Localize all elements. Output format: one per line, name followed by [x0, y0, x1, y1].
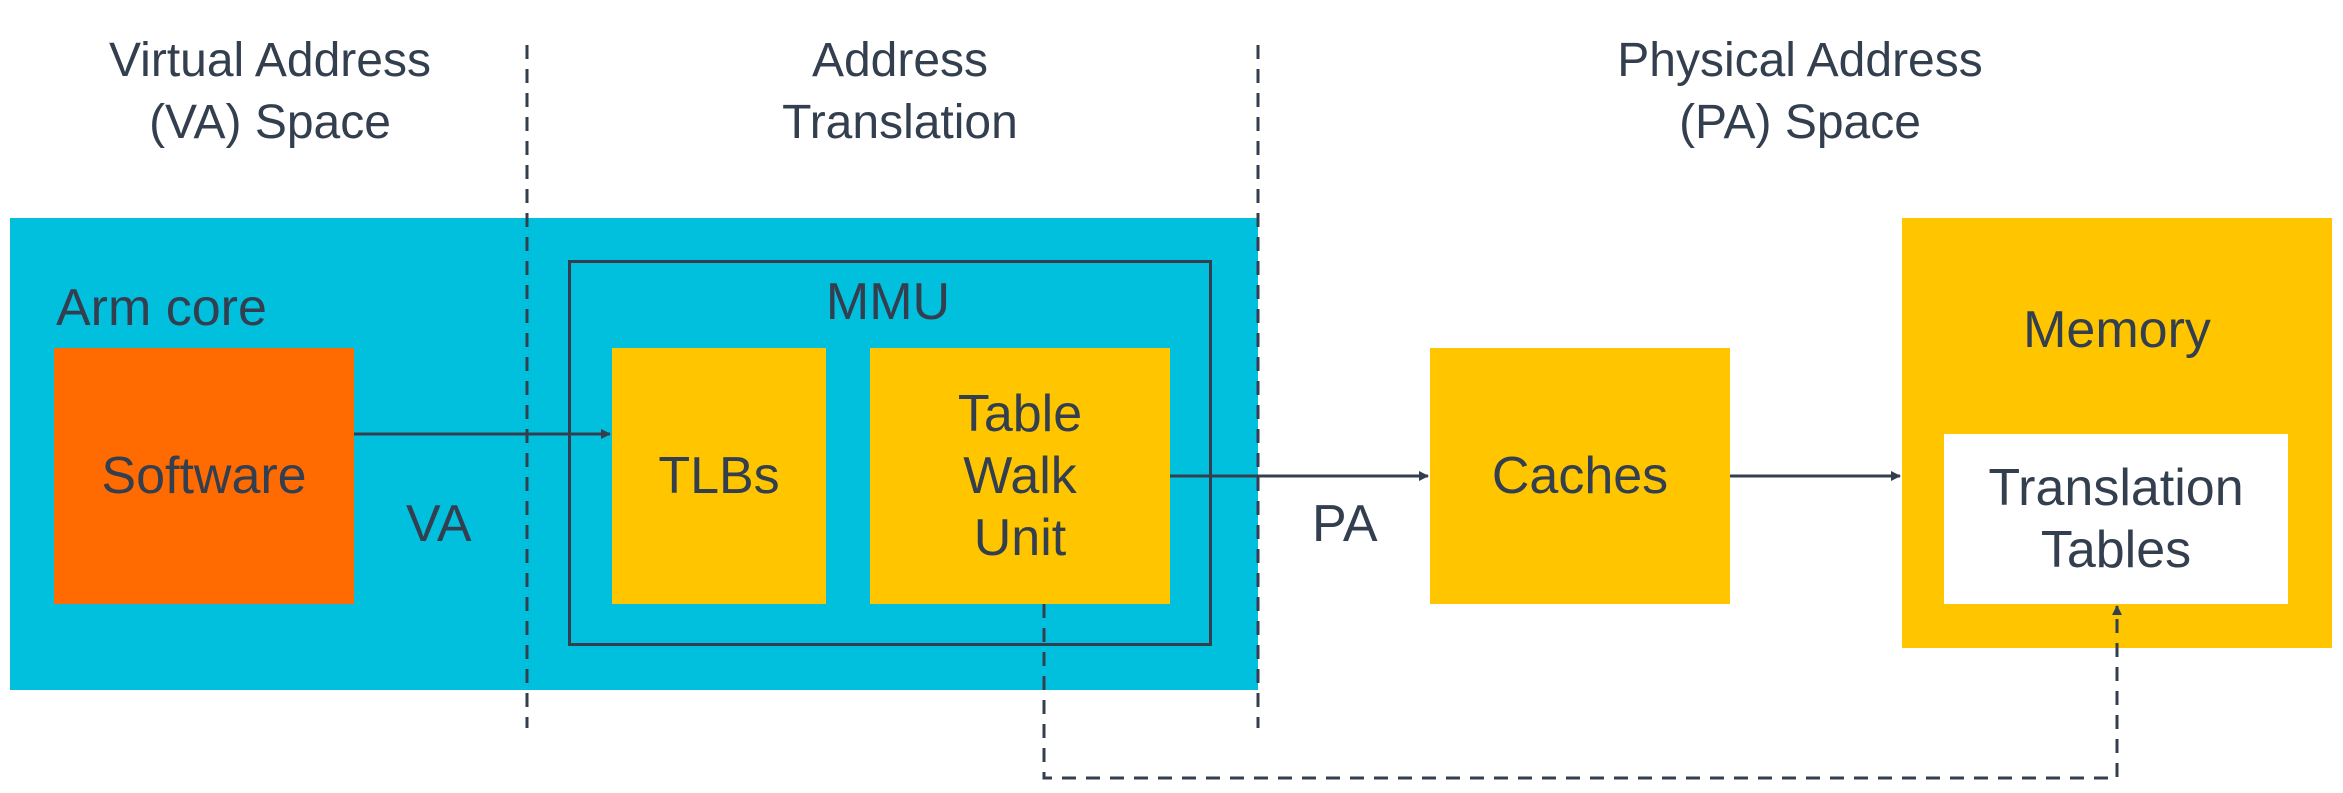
- software-box: Software: [54, 348, 354, 604]
- pa-space-header: Physical Address (PA) Space: [1617, 34, 1983, 149]
- table-walk-dashed-arrow: [1042, 604, 2122, 780]
- caches-label: Caches: [1491, 447, 1669, 505]
- va-space-header: Virtual Address (VA) Space: [109, 34, 431, 149]
- tlbs-label: TLBs: [658, 447, 780, 505]
- translation-tables-label: Translation Tables: [1988, 459, 2244, 579]
- tlbs-box: TLBs: [612, 348, 826, 604]
- va-label: VA: [406, 495, 472, 553]
- table-walk-unit-box: Table Walk Unit: [870, 348, 1170, 604]
- mmu-box: [568, 260, 1212, 646]
- table-walk-unit-label: Table Walk Unit: [957, 385, 1083, 567]
- mmu-label: MMU: [825, 273, 951, 331]
- address-translation-header: Address Translation: [782, 34, 1018, 149]
- software-label: Software: [101, 447, 307, 505]
- memory-label: Memory: [2023, 301, 2211, 359]
- translation-tables-box: Translation Tables: [1944, 434, 2288, 604]
- arm-core-label: Arm core: [56, 279, 267, 337]
- caches-box: Caches: [1430, 348, 1730, 604]
- pa-label: PA: [1312, 495, 1378, 553]
